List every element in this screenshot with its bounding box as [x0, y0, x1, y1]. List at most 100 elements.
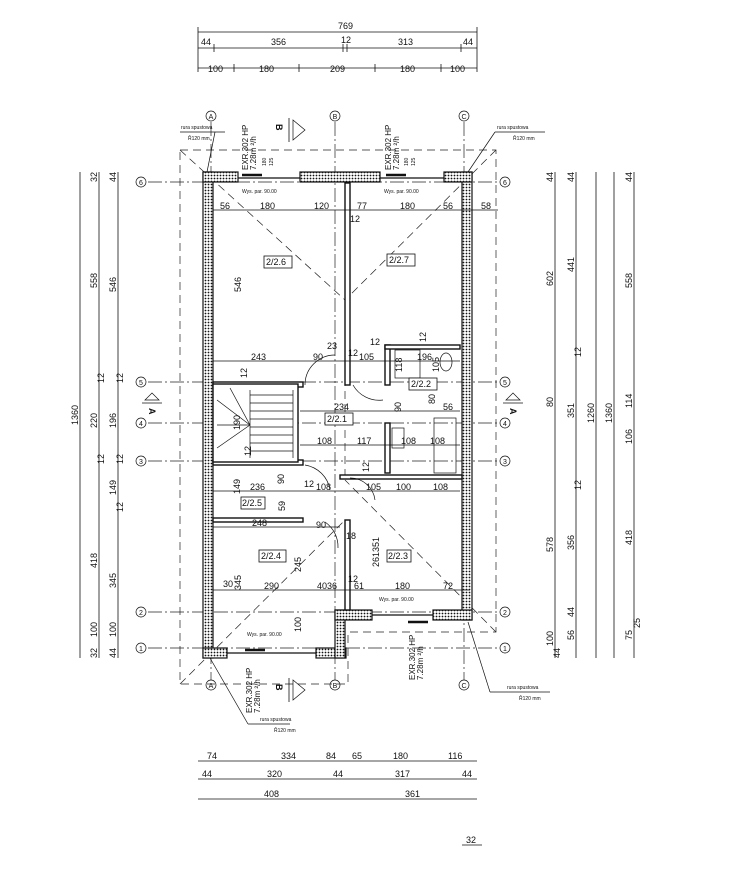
dim-label: 61: [354, 581, 364, 591]
downpipe-size: Ř120 mm: [188, 134, 210, 142]
window-size: 180: [262, 157, 268, 166]
dim-label: 72: [443, 581, 453, 591]
dim-label: 12: [115, 373, 125, 383]
axis-label-1: 1: [503, 646, 507, 653]
window-area-label: 7.28m ²/h: [416, 646, 425, 680]
room-label-2-2-1: 2/2.1: [327, 414, 347, 424]
sill-height-label: Wys. par. 90.00: [247, 632, 282, 638]
dim-label: 56: [443, 201, 453, 211]
dim-label: 234: [334, 402, 349, 412]
dim-label: 351: [566, 403, 576, 418]
axis-label-4: 4: [503, 421, 507, 428]
axis-label-5: 5: [139, 380, 143, 387]
dim-label: 100: [396, 482, 411, 492]
dim-label: 12: [115, 502, 125, 512]
left-dimensions: 1360 32 558 12 220 12 418 100 32 44 546 …: [70, 172, 125, 658]
dim-label: 356: [566, 535, 576, 550]
dim-label: 12: [418, 332, 428, 342]
dim-label: 12: [350, 214, 360, 224]
dim-label: 18: [346, 531, 356, 541]
dim-label: 12: [573, 347, 583, 357]
sill-height-label: Wys. par. 90.00: [384, 189, 419, 195]
dim-label: 25: [632, 618, 642, 628]
window-size: 125: [269, 157, 275, 166]
room-label-2-2-5: 2/2.5: [242, 498, 262, 508]
dim-label: 261351: [371, 537, 381, 567]
dim-label: 313: [398, 37, 413, 47]
downpipe-label: rura spustowa: [181, 125, 213, 131]
grid-bubbles: [135, 110, 511, 691]
dim-label: 105: [366, 482, 381, 492]
dim-label: 196: [417, 352, 432, 362]
dim-label: 40: [317, 581, 327, 591]
dim-label: 100: [208, 64, 223, 74]
room-label-2-2-3: 2/2.3: [388, 551, 408, 561]
dim-label: 117: [357, 436, 371, 446]
downpipe-size: Ř120 mm: [519, 694, 541, 702]
dim-label: 408: [264, 789, 279, 799]
dim-label: 44: [333, 769, 343, 779]
window-area-label: 7.28m ²/h: [249, 136, 258, 170]
axis-label-6: 6: [503, 180, 507, 187]
dim-label: 180: [259, 64, 274, 74]
dim-label: 116: [448, 751, 462, 761]
dim-label: 12: [348, 348, 358, 358]
axis-label-2: 2: [139, 610, 143, 617]
dim-label: 84: [326, 751, 336, 761]
dim-label: 334: [281, 751, 296, 761]
axis-label-3: 3: [503, 459, 507, 466]
axis-label-6: 6: [139, 180, 143, 187]
dim-label: 100: [89, 622, 99, 637]
dim-label: 149: [108, 480, 118, 495]
dim-label: 345: [233, 575, 243, 590]
window-type-label: EXR.302 HP: [408, 635, 417, 680]
window-type-label: EXR.302 HP: [241, 125, 250, 170]
dim-label: 290: [264, 581, 279, 591]
dim-label: 105: [431, 357, 441, 372]
dim-label: 236: [250, 482, 265, 492]
door-swings: [304, 354, 384, 549]
dim-label: 44: [552, 648, 562, 658]
dim-label: 100: [450, 64, 465, 74]
dim-label: 12: [370, 337, 380, 347]
axis-label-a: A: [209, 114, 214, 121]
sill-height-label: Wys. par. 90.00: [379, 597, 414, 603]
dim-label: 356: [271, 37, 286, 47]
dim-label: 196: [108, 413, 118, 428]
downpipe-label: rura spustowa: [507, 685, 539, 691]
dim-label: 32: [89, 648, 99, 658]
axis-label-4: 4: [139, 421, 143, 428]
dim-label: 220: [89, 413, 99, 428]
dim-label: 118: [394, 358, 404, 372]
dim-label: 44: [545, 172, 555, 182]
dim-label: 65: [352, 751, 362, 761]
dim-label: 44: [108, 648, 118, 658]
dim-label: 114: [624, 394, 634, 408]
dim-label: 75: [624, 630, 634, 640]
dim-label: 36: [327, 581, 337, 591]
dim-label: 108: [430, 436, 445, 446]
dim-label: 558: [624, 273, 634, 288]
window-annotations: Wys. par. 90.00 Wys. par. 90.00 Wys. par…: [241, 125, 425, 713]
dim-label: 100: [293, 617, 303, 632]
dim-label: 418: [89, 553, 99, 568]
dim-label: 12: [239, 368, 249, 378]
dim-label: 180: [400, 64, 415, 74]
axis-label-1: 1: [139, 646, 143, 653]
window-type-label: EXR.302 HP: [245, 668, 254, 713]
dim-label: 56: [566, 630, 576, 640]
dim-label: 578: [545, 537, 555, 552]
dim-label: 180: [393, 751, 408, 761]
downpipe-size: Ř120 mm: [274, 726, 296, 734]
dim-label: 558: [89, 273, 99, 288]
dim-label: 100: [108, 622, 118, 637]
dim-label: 105: [359, 352, 374, 362]
walls: [202, 171, 473, 659]
dim-label: 44: [463, 37, 473, 47]
dim-label: 12: [573, 480, 583, 490]
dim-label: 248: [252, 518, 267, 528]
dim-label: 108: [316, 482, 331, 492]
dim-label: 56: [220, 201, 230, 211]
downpipe-label: rura spustowa: [260, 717, 292, 723]
